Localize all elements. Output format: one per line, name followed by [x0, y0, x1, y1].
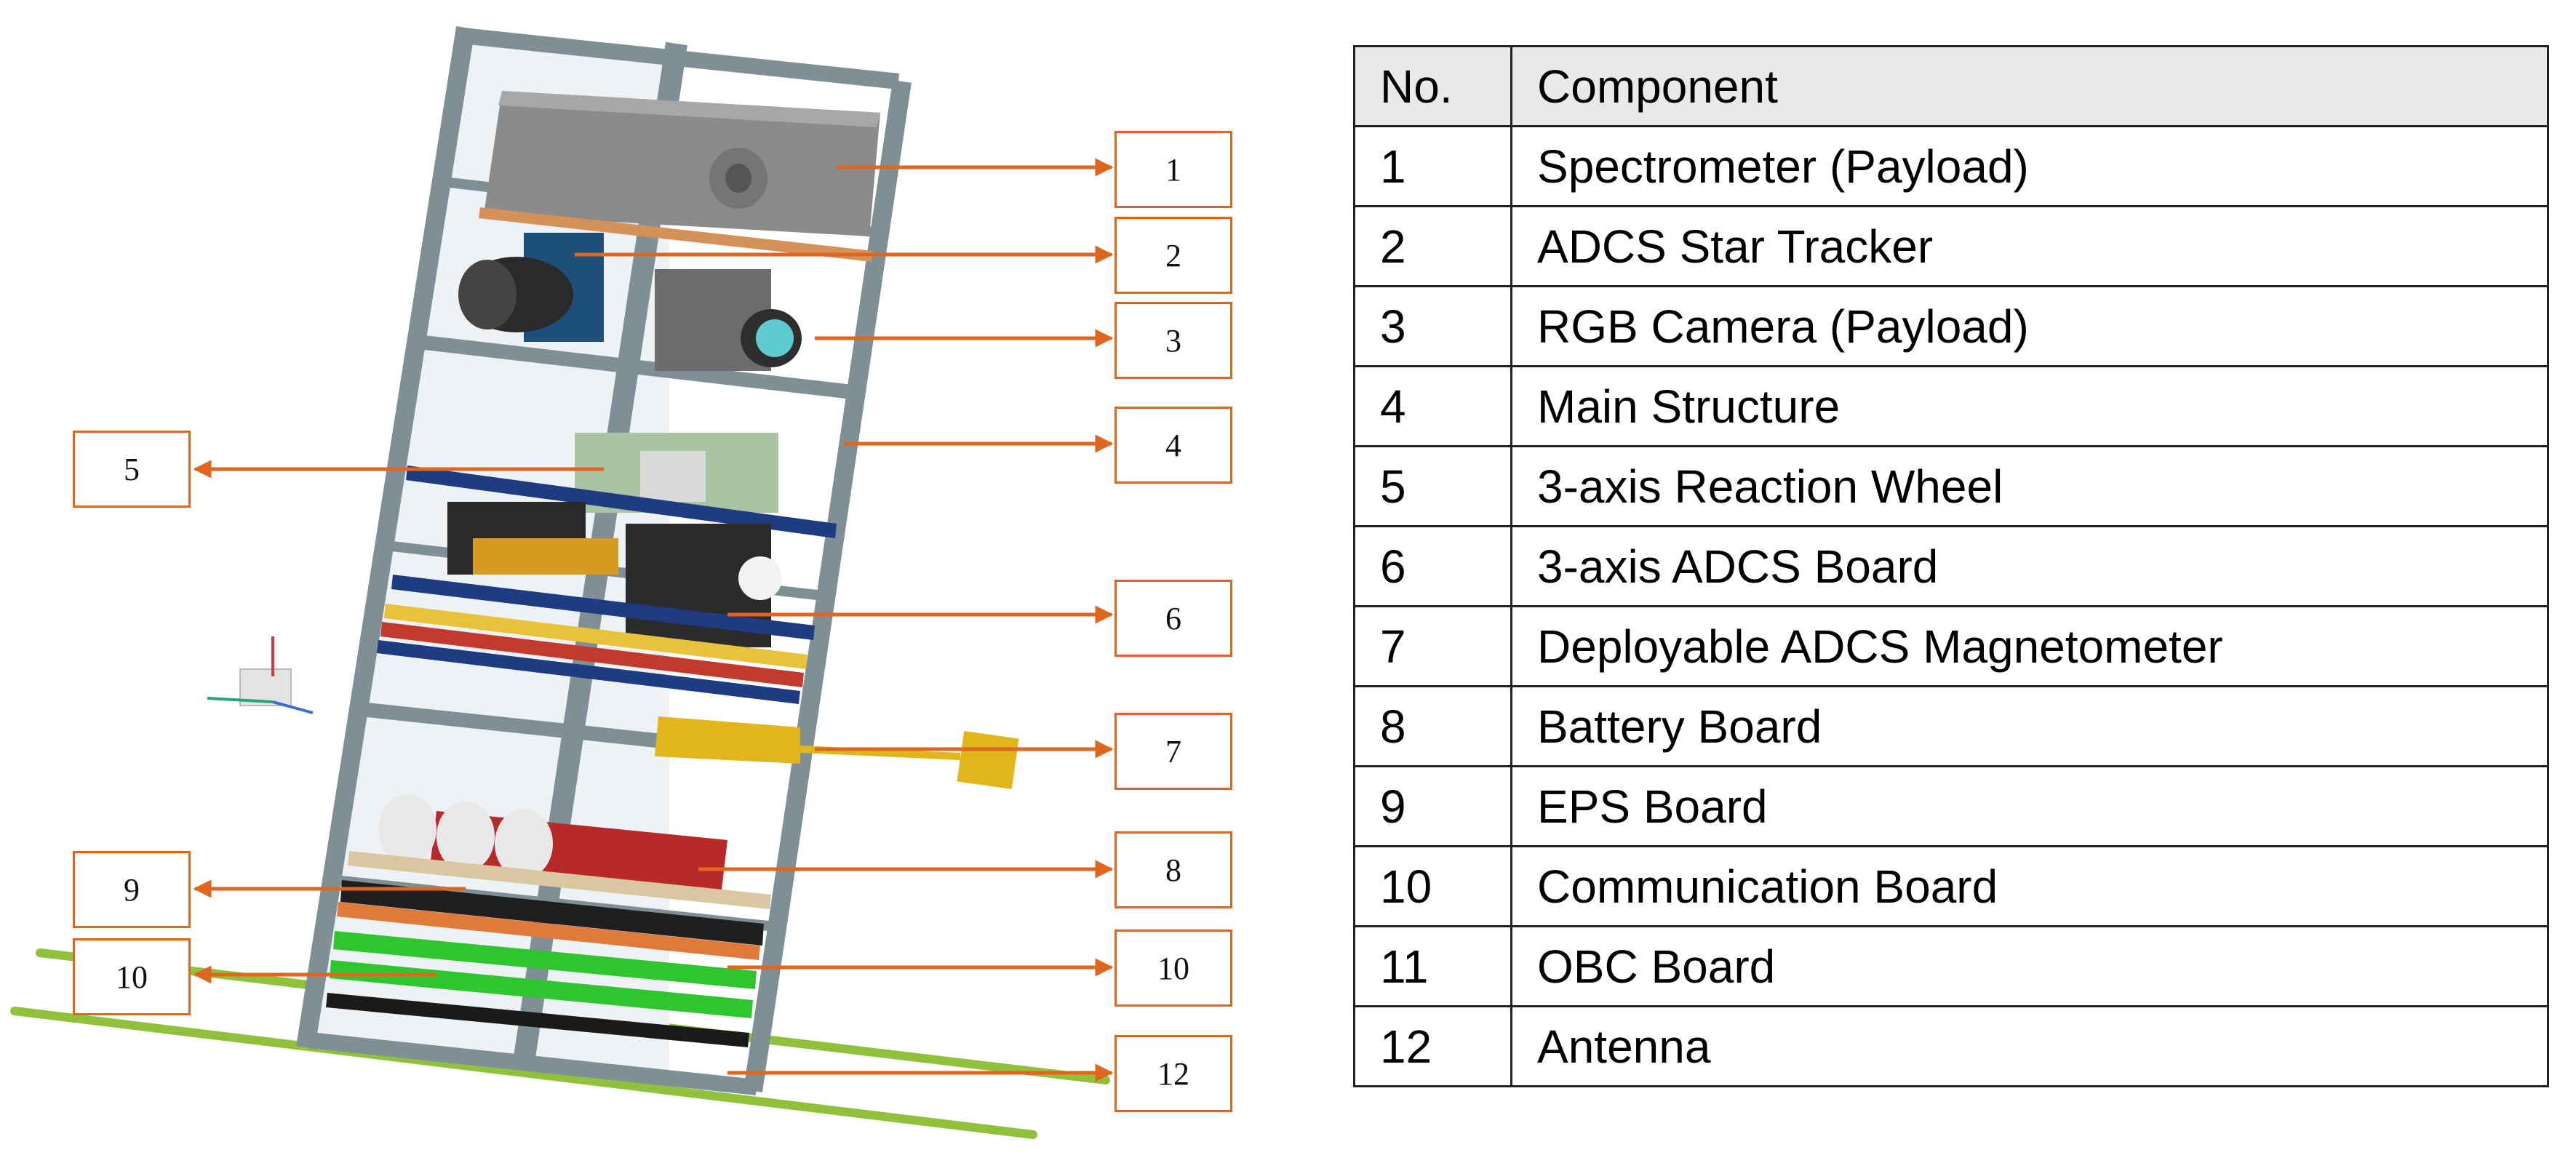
row-component: Spectrometer (Payload) — [1510, 125, 2549, 207]
row-component: 3-axis Reaction Wheel — [1510, 445, 2549, 527]
callout-10-right: 10 — [1114, 930, 1232, 1007]
row-component: OBC Board — [1510, 925, 2549, 1007]
row-component: Main Structure — [1510, 365, 2549, 447]
callout-10-left: 10 — [73, 938, 191, 1015]
row-no: 1 — [1353, 125, 1512, 207]
row-component: Antenna — [1510, 1005, 2549, 1087]
row-no: 2 — [1353, 205, 1512, 287]
column-header-no: No. — [1353, 45, 1512, 127]
row-no: 6 — [1353, 525, 1512, 607]
cubesat-model — [10, 25, 1114, 1139]
row-component: Communication Board — [1510, 845, 2549, 927]
adcs-stack — [377, 433, 837, 704]
row-component: Battery Board — [1510, 685, 2549, 767]
callout-8: 8 — [1114, 831, 1232, 908]
row-no: 7 — [1353, 605, 1512, 687]
column-header-component: Component — [1510, 45, 2549, 127]
callout-12: 12 — [1114, 1035, 1232, 1112]
row-component: Deployable ADCS Magnetometer — [1510, 605, 2549, 687]
spectrometer-box — [479, 91, 880, 262]
row-no: 4 — [1353, 365, 1512, 447]
row-no: 11 — [1353, 925, 1512, 1007]
row-component: RGB Camera (Payload) — [1510, 285, 2549, 367]
row-no: 9 — [1353, 765, 1512, 847]
row-no: 12 — [1353, 1005, 1512, 1087]
row-no: 5 — [1353, 445, 1512, 527]
row-no: 3 — [1353, 285, 1512, 367]
callout-3: 3 — [1114, 302, 1232, 379]
callout-6: 6 — [1114, 580, 1232, 657]
callout-7: 7 — [1114, 713, 1232, 790]
table-header-row: No. Component — [1353, 45, 2549, 127]
callout-2: 2 — [1114, 217, 1232, 294]
axis-triad-icon — [207, 636, 314, 714]
callout-leader-lines — [193, 158, 1114, 1082]
row-component: 3-axis ADCS Board — [1510, 525, 2549, 607]
camera-assembly — [458, 233, 802, 371]
row-no: 10 — [1353, 845, 1512, 927]
callout-1: 1 — [1114, 131, 1232, 208]
callout-4: 4 — [1114, 407, 1232, 484]
magnetometer — [655, 716, 1019, 789]
row-component: ADCS Star Tracker — [1510, 205, 2549, 287]
row-component: EPS Board — [1510, 765, 2549, 847]
callout-5: 5 — [73, 431, 191, 508]
battery-board — [337, 794, 771, 960]
row-no: 8 — [1353, 685, 1512, 767]
cubesat-diagram: 1 2 3 4 5 6 7 8 9 10 12 10 — [0, 0, 1251, 1159]
callout-9: 9 — [73, 851, 191, 928]
